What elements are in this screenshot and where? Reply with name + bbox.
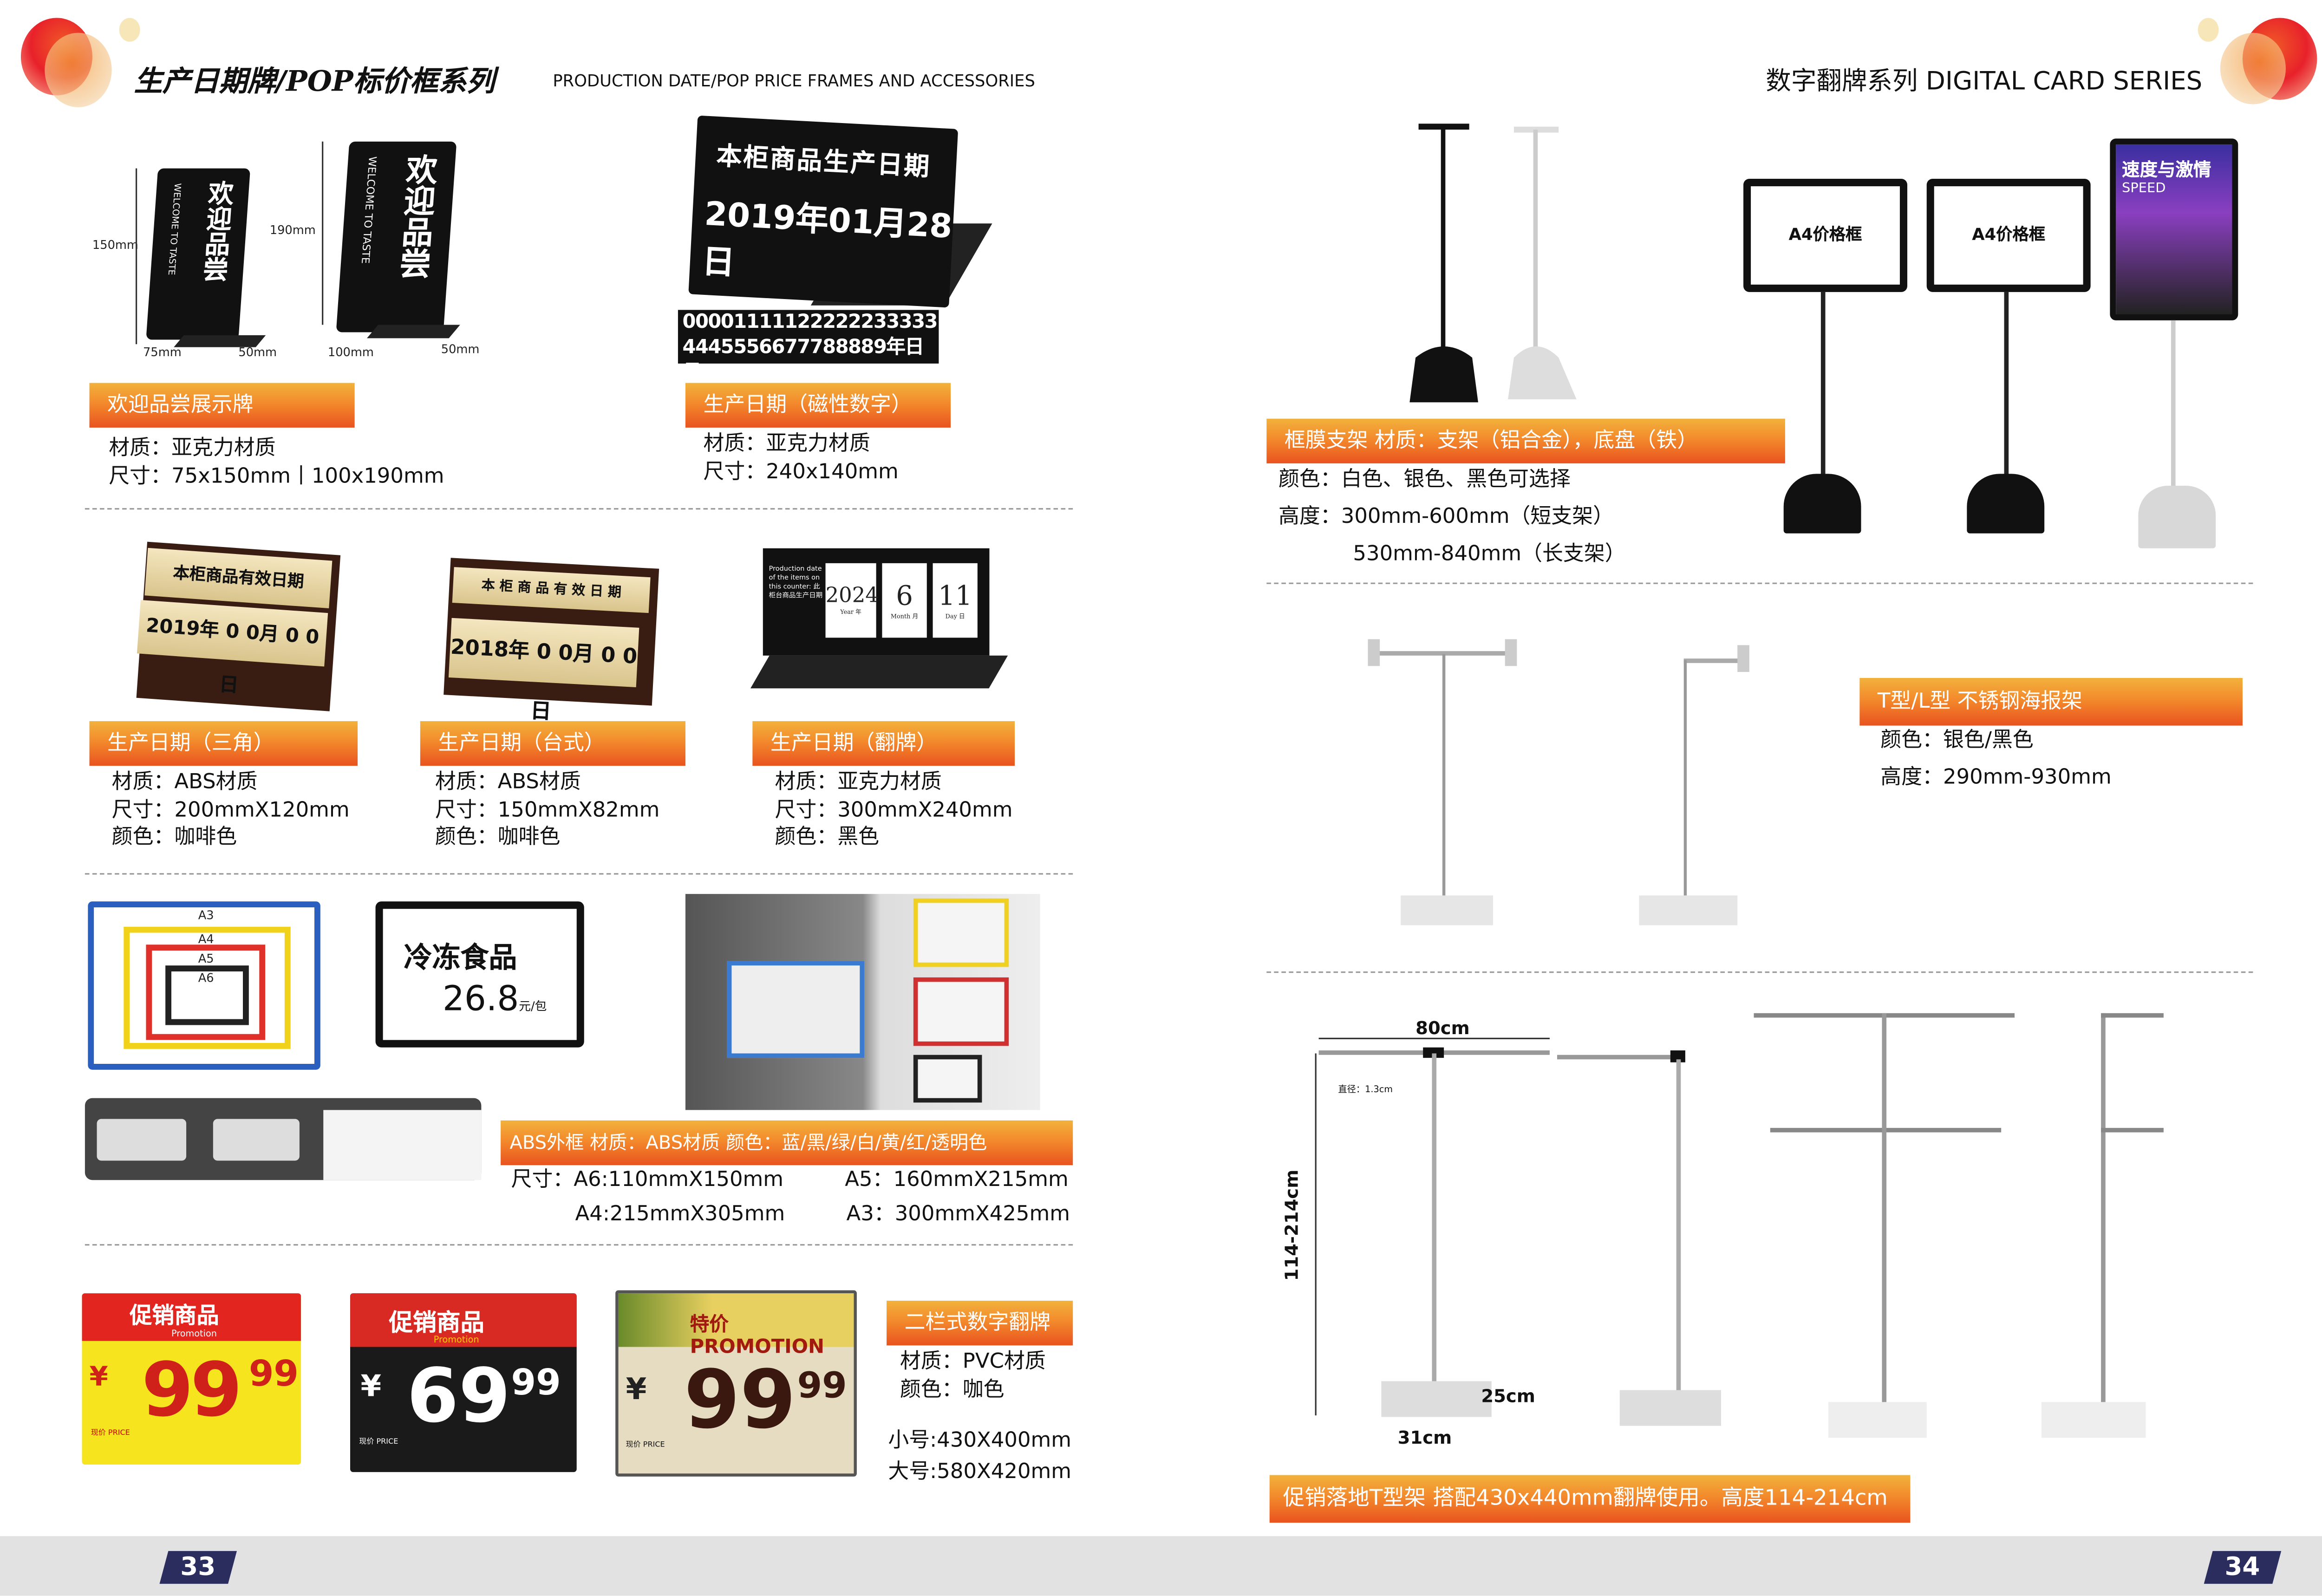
footer-band [0,1536,2322,1596]
page-number-right: 34 [2204,1551,2282,1584]
spec-color: 颜色：咖啡色 [435,825,561,849]
logo-circle-cream [2198,18,2219,42]
page-title-cn: 生产日期牌/POP标价框系列 [134,65,495,98]
spec-material: 材质：亚克力材质 [703,432,870,456]
spec-size: 尺寸：200mmX120mm [111,798,350,823]
label-welcome-sign: 欢迎品尝展示牌 [89,383,355,428]
price-card-image: 冷冻食品 26.8元/包 [375,901,584,1048]
logo-circle-cream [119,18,140,42]
divider [85,873,1073,875]
spec-size: 尺寸：150mmX82mm [435,798,660,823]
spec-size-a3: A3：300mmX425mm [846,1202,1070,1226]
dim-height: 114-214cm [1281,1169,1303,1281]
spec-material: 材质：亚克力材质 [109,436,276,461]
promo-card-1: 促销商品 Promotion ¥ 99 99 现价 PRICE [82,1293,301,1465]
label-poster-stand: T型/L型 不锈钢海报架 [1859,677,2243,726]
dim-base-width: 31cm [1397,1427,1452,1448]
frame-accessories-image [85,1098,482,1180]
spec-color: 颜色：白色、银色、黑色可选择 [1278,468,1571,492]
label-abs-frame: ABS外框 材质：ABS材质 颜色：蓝/黑/绿/白/黄/红/透明色 [501,1120,1073,1166]
floor-stands-image [1315,1013,2164,1438]
label-desk-date: 生产日期（台式） [420,721,685,766]
label-frame-stand: 框膜支架 材质：支架（铝合金），底盘（铁） [1266,418,1785,463]
label-flipboard: 二栏式数字翻牌 [887,1301,1073,1346]
logo-circle-orange [2220,33,2286,104]
label-flip-date: 生产日期（翻牌） [752,721,1015,766]
spec-color: 颜色：黑色 [775,825,880,849]
spec-color: 颜色：咖色 [900,1378,1004,1402]
spec-material: 材质：ABS材质 [435,770,581,795]
shelf-photo-image [685,894,1040,1110]
spec-size-small: 小号:430X400mm [888,1429,1072,1453]
spec-height: 高度：290mm-930mm [1880,766,2112,790]
label-triangle-date: 生产日期（三角） [89,721,358,766]
page-title-right: 数字翻牌系列 DIGITAL CARD SERIES [1766,67,2203,97]
spec-material: 材质：PVC材质 [900,1349,1046,1374]
label-magnetic-date: 生产日期（磁性数字） [685,383,951,428]
tl-poster-stands-image [1368,639,1749,925]
divider [1266,582,2253,584]
spec-height-long: 530mm-840mm（长支架） [1353,542,1626,567]
spec-size-large: 大号:580X420mm [888,1460,1072,1484]
spec-size: 尺寸：300mmX240mm [775,798,1013,823]
spec-size: 尺寸：240x140mm [703,460,899,484]
promo-card-2: 促销商品 Promotion ¥ 69 99 现价 PRICE [350,1293,577,1472]
spec-size-a5: A5：160mmX215mm [845,1168,1069,1192]
dim-base-depth: 25cm [1481,1385,1535,1407]
spec-size: 尺寸：75x150mm丨100x190mm [109,465,444,489]
spec-color: 颜色：银色/黑色 [1880,729,2034,753]
spec-material: 材质：ABS材质 [111,770,258,795]
page-number-left: 33 [159,1551,237,1584]
divider [1266,971,2253,973]
spec-size-a6: 尺寸：A6:110mmX150mm [511,1168,784,1192]
dim-width: 80cm [1415,1017,1470,1039]
spec-color: 颜色：咖啡色 [111,825,237,849]
promo-card-3: 特价 PROMOTION ¥ 99 99 现价 PRICE [615,1290,857,1477]
divider [85,1244,1073,1246]
frame-stands-image [1409,124,1577,403]
divider [85,508,1073,510]
spec-height-short: 高度：300mm-600mm（短支架） [1278,505,1614,529]
spec-size-a4: A4:215mmX305mm [575,1202,785,1226]
page-title-en: PRODUCTION DATE/POP PRICE FRAMES AND ACC… [553,72,1035,91]
dim-diameter: 直径：1.3cm [1338,1084,1393,1095]
logo-circle-orange [45,33,112,108]
label-floor-stand: 促销落地T型架 搭配430x440mm翻牌使用。高度114-214cm [1269,1475,1911,1523]
spec-material: 材质：亚克力材质 [775,770,942,795]
